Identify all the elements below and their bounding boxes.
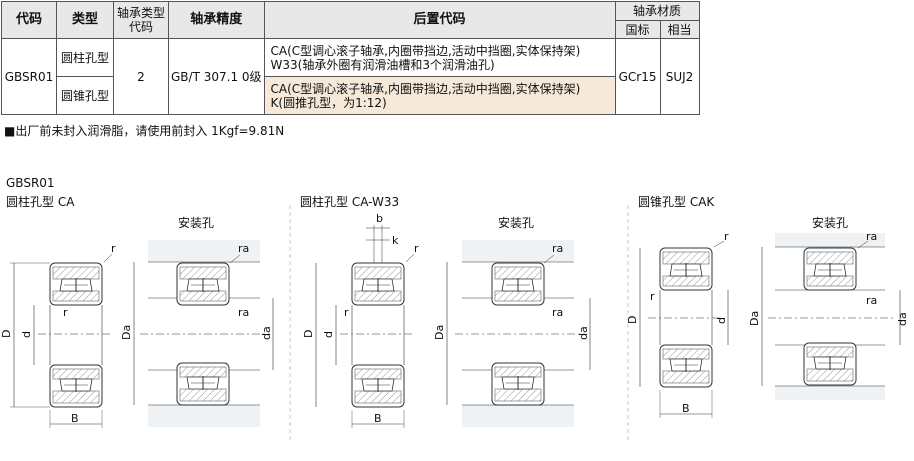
dim-ra-1a: ra: [238, 242, 249, 255]
drawing1-install: Da da ra ra: [120, 240, 274, 427]
drawing3-install: Da da ra ra: [748, 230, 909, 400]
drawing2-install: Da da ra ra: [433, 240, 591, 427]
dim-r-3a: r: [724, 230, 729, 243]
install-label-1: 安装孔: [178, 216, 215, 230]
header-suffix: 后置代码: [263, 1, 616, 39]
dim-D-2: D: [302, 330, 315, 338]
drawing3-title: 圆锥孔型 CAK: [638, 195, 715, 209]
dim-da-2: da: [577, 326, 590, 340]
dim-B-2: B: [374, 412, 382, 425]
lubrication-note: ■出厂前未封入润滑脂，请使用前封入 1Kgf=9.81N: [4, 124, 285, 138]
dim-r-1a: r: [111, 242, 116, 255]
dim-da-3: da: [896, 312, 909, 326]
dim-r-1b: r: [63, 306, 68, 319]
dim-ra-3a: ra: [866, 230, 877, 243]
dim-d-3: d: [715, 317, 728, 324]
dim-da-1: da: [260, 326, 273, 340]
dim-k-2: k: [392, 234, 399, 247]
dim-ra-2a: ra: [552, 242, 563, 255]
dim-d-2: d: [322, 331, 335, 338]
install-label-2: 安装孔: [498, 216, 535, 230]
suffix-tap-line-1: CA(C型调心滚子轴承,内圈带挡边,活动中挡圈,实体保持架): [270, 81, 581, 96]
install-label-3: 安装孔: [812, 216, 849, 230]
drawing1-bearing: D d B r r: [0, 242, 116, 428]
dim-r-3b: r: [650, 290, 655, 303]
dim-ra-2b: ra: [552, 306, 563, 319]
suffix-tap-line-2: K(圆推孔型，为1:12): [270, 95, 387, 110]
cell-bearing-type-code: 2: [113, 38, 169, 115]
cell-material-std: GCr15: [614, 38, 661, 115]
drawing3-bearing: D d B r r: [626, 230, 729, 418]
header-material: 轴承材质: [614, 1, 700, 21]
cell-suffix-tapered: CA(C型调心滚子轴承,内圈带挡边,活动中挡圈,实体保持架) K(圆推孔型，为1…: [263, 76, 616, 115]
drawing1-title: 圆柱孔型 CA: [6, 195, 75, 209]
dim-d-1: d: [20, 331, 33, 338]
drawing2-bearing: D d B b k r r: [302, 212, 419, 428]
header-code: 代码: [1, 1, 57, 39]
cell-precision: GB/T 307.1 0级: [168, 38, 265, 115]
dim-ra-3b: ra: [866, 294, 877, 307]
dim-Da-1: Da: [120, 325, 133, 340]
header-material-equiv: 相当: [659, 20, 700, 39]
dim-B-3: B: [682, 402, 690, 415]
drawing2-title: 圆柱孔型 CA-W33: [300, 195, 400, 209]
cell-type-tapered: 圆锥孔型: [56, 76, 114, 115]
dim-r-2a: r: [414, 242, 419, 255]
suffix-cyl-line-2: W33(轴承外圈有润滑油槽和3个润滑油孔): [270, 57, 495, 72]
cell-code: GBSR01: [1, 38, 57, 115]
dim-D-1: D: [0, 330, 13, 338]
dim-ra-1b: ra: [238, 306, 249, 319]
dim-D-3: D: [626, 316, 639, 324]
dim-Da-2: Da: [433, 325, 446, 340]
spec-table: 代码 类型 轴承类型代码 轴承精度 后置代码 轴承材质 国标 相当 GBSR01…: [1, 1, 700, 115]
cell-suffix-cylindrical: CA(C型调心滚子轴承,内圈带挡边,活动中挡圈,实体保持架) W33(轴承外圈有…: [263, 38, 616, 77]
cell-material-equiv: SUJ2: [659, 38, 700, 115]
header-material-std: 国标: [614, 20, 661, 39]
dim-r-2b: r: [344, 306, 349, 319]
series-label: GBSR01: [6, 176, 55, 190]
dim-B-1: B: [71, 412, 79, 425]
dim-b-2: b: [376, 212, 383, 225]
suffix-cyl-line-1: CA(C型调心滚子轴承,内圈带挡边,活动中挡圈,实体保持架): [270, 43, 581, 58]
header-precision: 轴承精度: [168, 1, 265, 39]
dim-Da-3: Da: [748, 311, 761, 326]
